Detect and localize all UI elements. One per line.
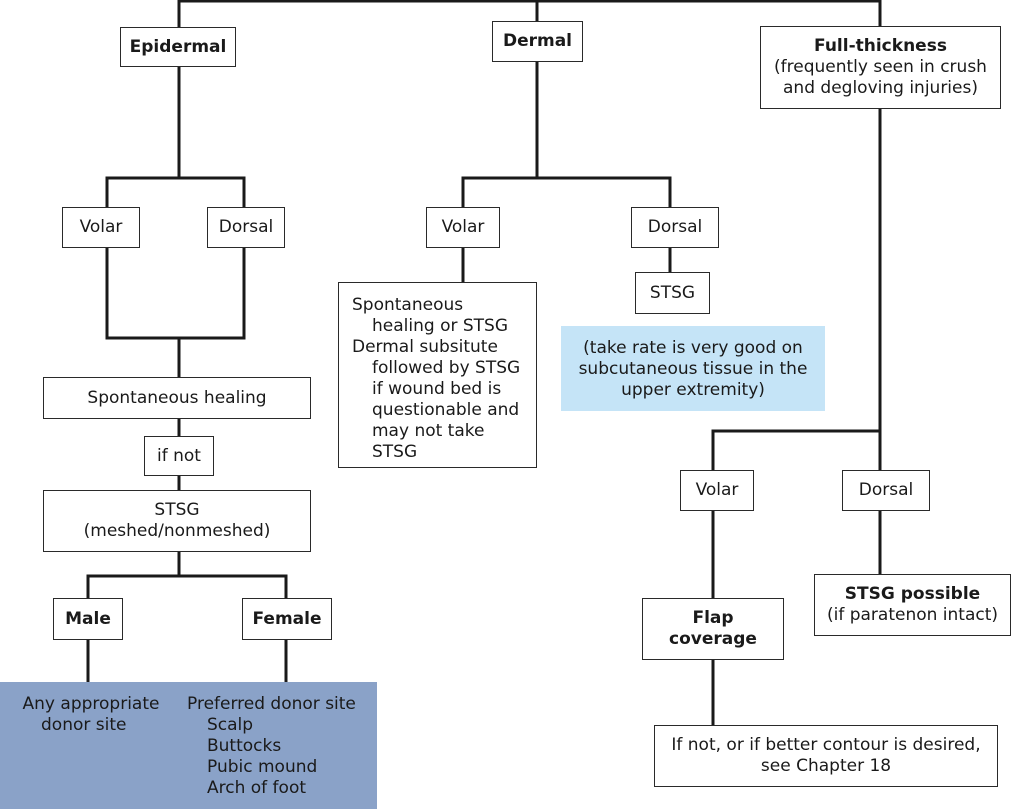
dermal-label: Dermal — [502, 31, 573, 51]
dermal-volar-node: Volar — [426, 207, 500, 248]
if-not-contour-line1: If not, or if better contour is desired, — [671, 735, 981, 755]
male-donor-text: Any appropriate donor site — [8, 694, 174, 736]
female-node: Female — [242, 598, 332, 640]
sex-split — [86, 574, 288, 598]
male-node: Male — [53, 598, 123, 640]
full-thickness-node: Full-thickness (frequently seen in crush… — [760, 26, 1001, 109]
ft-split — [711, 429, 882, 470]
epidermal-label: Epidermal — [129, 36, 227, 57]
dermal-dorsal-node: Dorsal — [631, 207, 719, 248]
donor-item-pubic-mound: Pubic mound — [207, 757, 318, 777]
stsg-possible-title: STSG possible — [844, 584, 981, 604]
take-rate-note-text: (take rate is very good on subcutaneous … — [578, 338, 808, 400]
dermal-volar-line1: Spontaneous — [352, 295, 464, 315]
full-thickness-title: Full-thickness — [814, 36, 947, 56]
if-not-contour-node: If not, or if better contour is desired,… — [654, 725, 998, 787]
male-donor-line1: Any appropriate — [22, 694, 160, 714]
epidermal-split — [105, 176, 246, 207]
dermal-volar-line4: followed by STSG — [372, 358, 521, 378]
epidermal-volar-node: Volar — [62, 207, 140, 248]
female-label: Female — [252, 608, 322, 629]
dermal-volar-line2: healing or STSG — [372, 316, 508, 336]
spontaneous-healing-node: Spontaneous healing — [43, 377, 311, 419]
if-not-node: if not — [144, 436, 214, 476]
stsg-label: STSG — [154, 500, 200, 520]
dermal-volar-text-node: Spontaneous healing or STSG Dermal subsi… — [338, 282, 537, 468]
epidermal-dorsal-node: Dorsal — [207, 207, 285, 248]
donor-item-scalp: Scalp — [207, 715, 254, 735]
donor-site-panel — [0, 682, 377, 809]
spontaneous-healing-label: Spontaneous healing — [87, 387, 267, 408]
male-label: Male — [65, 608, 111, 629]
epidermal-volar-label: Volar — [79, 217, 123, 237]
female-donor-text: Preferred donor site Scalp Buttocks Pubi… — [187, 694, 372, 799]
dermal-volar-line7: may not take — [372, 421, 485, 441]
top-connector — [177, 0, 882, 27]
ft-volar-node: Volar — [680, 470, 754, 511]
if-not-label: if not — [157, 445, 201, 466]
dermal-split — [461, 176, 672, 207]
epidermal-merge — [105, 248, 246, 340]
flap-coverage-label: Flap coverage — [669, 608, 757, 649]
take-rate-note-panel — [561, 326, 825, 411]
dermal-volar-line8: STSG — [372, 442, 418, 462]
meshed-label: (meshed/nonmeshed) — [83, 521, 271, 541]
epidermal-dorsal-label: Dorsal — [218, 217, 274, 237]
female-donor-heading: Preferred donor site — [187, 694, 356, 714]
if-not-contour-line2: see Chapter 18 — [760, 756, 892, 776]
male-donor-line2: donor site — [41, 715, 127, 735]
epidermal-node: Epidermal — [120, 27, 236, 67]
dermal-volar-line6: questionable and — [372, 400, 520, 420]
dermal-dorsal-stsg-node: STSG — [635, 272, 710, 314]
stsg-meshed-node: STSG (meshed/nonmeshed) — [43, 490, 311, 552]
stsg-possible-node: STSG possible (if paratenon intact) — [814, 574, 1011, 636]
dermal-volar-line3: Dermal subsitute — [352, 337, 498, 357]
ft-dorsal-node: Dorsal — [842, 470, 930, 511]
dermal-dorsal-stsg-label: STSG — [649, 282, 696, 303]
flap-coverage-node: Flap coverage — [642, 598, 784, 660]
stsg-possible-subtitle: (if paratenon intact) — [826, 605, 999, 625]
dermal-node: Dermal — [492, 21, 583, 62]
ft-dorsal-label: Dorsal — [858, 480, 914, 500]
dermal-volar-label: Volar — [441, 217, 485, 237]
full-thickness-subtitle: (frequently seen in crush and degloving … — [774, 57, 987, 98]
take-rate-note: (take rate is very good on subcutaneous … — [571, 338, 815, 401]
dermal-volar-line5: if wound bed is — [372, 379, 502, 399]
donor-item-buttocks: Buttocks — [207, 736, 282, 756]
donor-item-arch-of-foot: Arch of foot — [207, 778, 307, 798]
ft-volar-label: Volar — [695, 480, 739, 500]
dermal-dorsal-label: Dorsal — [647, 217, 703, 237]
